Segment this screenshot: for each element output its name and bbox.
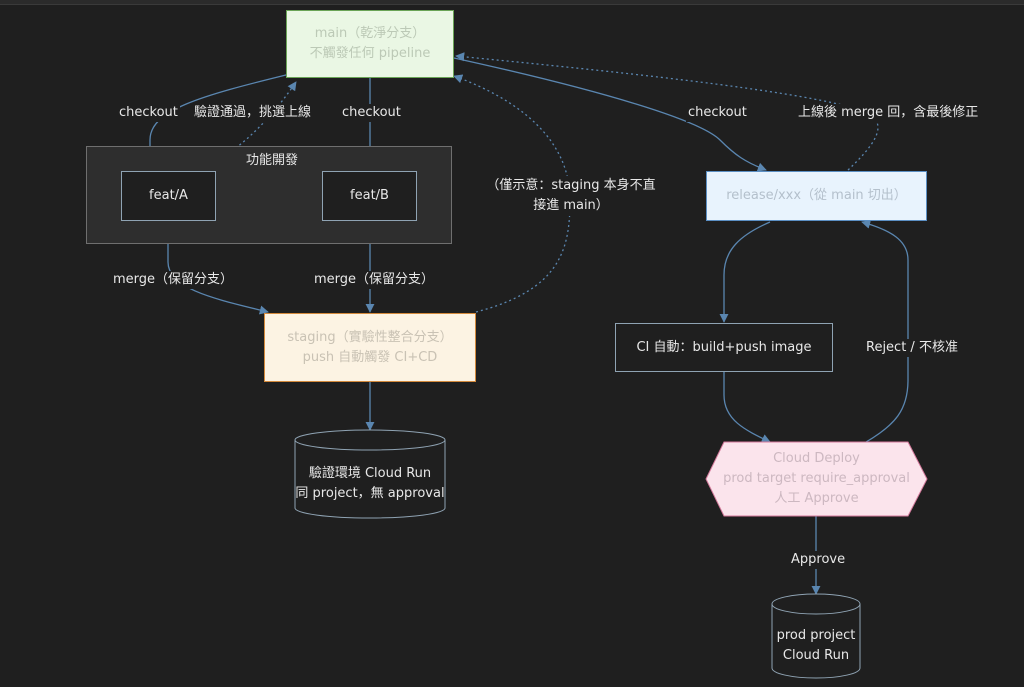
cloud-deploy-approve: 人工 Approve xyxy=(774,491,859,506)
staging-branch-node: staging（實驗性整合分支） push 自動觸發 CI+CD xyxy=(264,313,476,382)
staging-title: staging（實驗性整合分支） xyxy=(287,329,453,345)
edge-label-post-release-merge: 上線後 merge 回，含最後修正 xyxy=(796,104,981,122)
verify-env-title: 驗證環境 Cloud Run xyxy=(308,466,432,481)
edge-label-merge-b: merge（保留分支） xyxy=(312,271,437,289)
edge-label-checkout-a: checkout xyxy=(117,104,180,122)
cloud-deploy-target: prod target require_approval xyxy=(723,471,910,486)
feat-b-label: feat/B xyxy=(350,188,389,203)
main-branch-title: main（乾淨分支） xyxy=(314,26,426,41)
main-branch-subtitle: 不觸發任何 pipeline xyxy=(309,46,431,61)
verify-env-label: 驗證環境 Cloud Run 同 project，無 approval xyxy=(295,452,445,516)
edge-ci-to-deploy xyxy=(723,372,771,443)
main-branch-node: main（乾淨分支） 不觸發任何 pipeline xyxy=(286,10,454,78)
edge-release-to-ci xyxy=(719,221,771,323)
ci-label: CI 自動：build+push image xyxy=(636,339,812,355)
edge-checkout-release xyxy=(453,57,767,172)
staging-subtitle: push 自動觸發 CI+CD xyxy=(302,349,438,365)
cloud-deploy-title: Cloud Deploy xyxy=(773,451,860,466)
edge-label-reject: Reject / 不核准 xyxy=(864,339,960,357)
verify-env-cylinder xyxy=(294,429,446,519)
cloud-deploy-hexagon xyxy=(705,441,928,517)
edge-merge-feat-a xyxy=(167,222,269,315)
edge-label-checkout-b: checkout xyxy=(340,104,403,122)
edge-reject xyxy=(861,219,909,443)
feat-b-node: feat/B xyxy=(322,171,417,221)
window-top-border xyxy=(0,0,1024,5)
edge-label-indicative: （僅示意：staging 本身不直接進 main） xyxy=(480,176,662,216)
release-label: release/xxx（從 main 切出） xyxy=(726,188,907,203)
edge-label-approve: Approve xyxy=(789,551,848,569)
edge-label-verify-pass: 驗證通過，挑選上線 xyxy=(192,104,314,122)
edge-release-to-main xyxy=(455,52,879,171)
cloud-deploy-node: Cloud Deploy prod target require_approva… xyxy=(706,442,927,516)
prod-cylinder xyxy=(771,593,861,679)
prod-subtitle: Cloud Run xyxy=(782,648,850,663)
verify-env-subtitle: 同 project，無 approval xyxy=(295,486,445,501)
prod-label: prod project Cloud Run xyxy=(772,616,860,676)
feat-a-node: feat/A xyxy=(121,171,216,221)
feat-a-label: feat/A xyxy=(149,188,188,203)
edge-checkout-feat-a xyxy=(145,73,291,169)
edge-label-merge-a: merge（保留分支） xyxy=(111,271,236,289)
prod-title: prod project xyxy=(776,628,856,643)
edge-label-checkout-release: checkout xyxy=(686,104,749,122)
feature-dev-cluster-label: 功能開發 xyxy=(246,153,299,168)
release-branch-node: release/xxx（從 main 切出） xyxy=(706,171,927,221)
ci-node: CI 自動：build+push image xyxy=(615,323,833,372)
